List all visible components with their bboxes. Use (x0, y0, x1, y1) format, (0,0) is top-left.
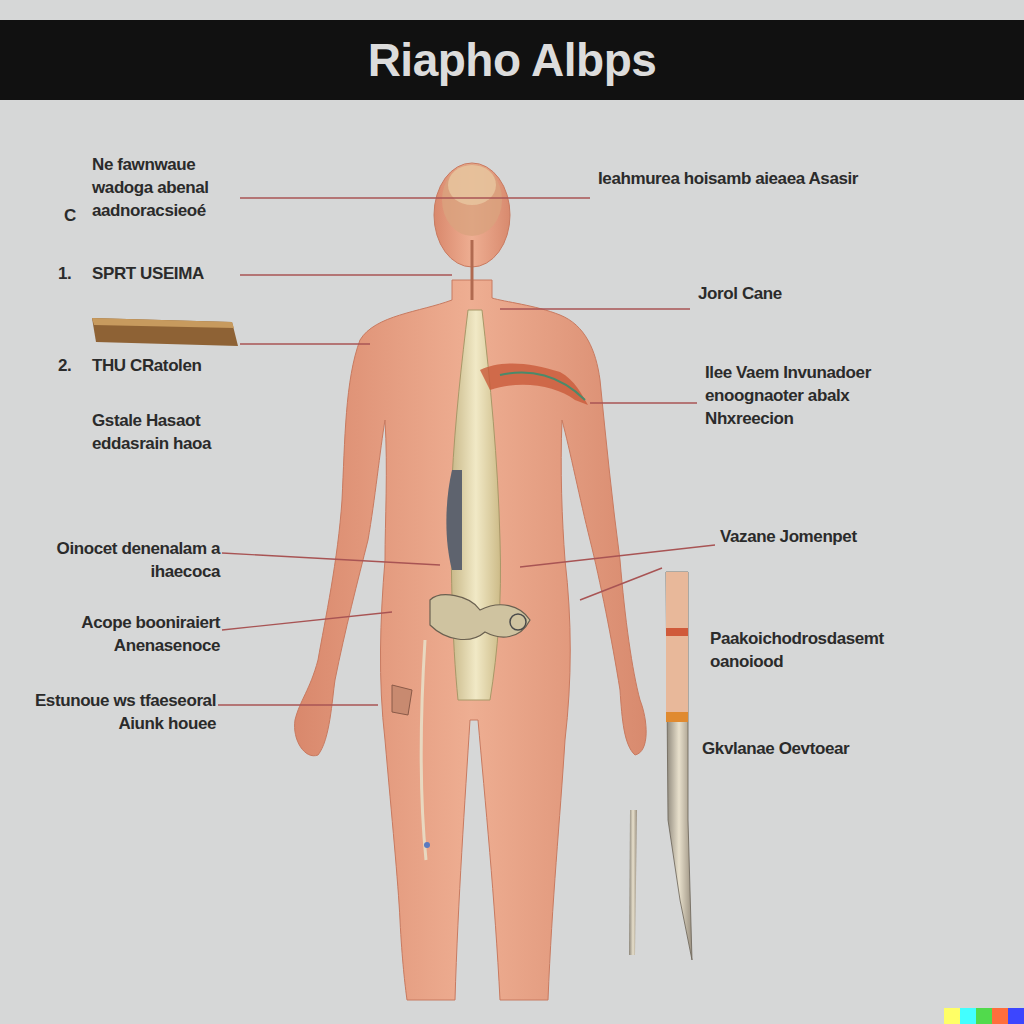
part-label: Jorol Cane (698, 283, 858, 306)
part-label: Acope booniraiert Anenasenoce (40, 612, 220, 658)
part-label: Ilee Vaem Invunadoer enoognaoter abalx N… (705, 362, 940, 431)
part-label: Oinocet denenalam a ihaecoca (40, 538, 220, 584)
signature-squares (944, 1008, 1024, 1024)
part-label: Vazane Jomenpet (720, 526, 960, 549)
part-label: Ieahmurea hoisamb aieaea Asasir (598, 168, 873, 191)
shoulder-muscle (480, 363, 588, 405)
part-label: Ne fawnwaue wadoga abenal aadnoracsieoé (92, 154, 242, 223)
part-label: Gkvlanae Oevtoear (702, 738, 862, 761)
bone-strip-top (92, 318, 234, 328)
part-label: Estunoue ws tfaeseoral Aiunk houee (4, 690, 216, 736)
part-label: THU CRatolen (92, 355, 252, 378)
pelvis (430, 595, 530, 640)
needle-instrument (629, 810, 637, 955)
node-dot (424, 842, 430, 848)
probe-instrument (666, 572, 692, 960)
neck-line (471, 240, 474, 300)
part-label: Gstale Hasaot eddasrain haoa (92, 410, 252, 456)
body-silhouette (295, 280, 647, 1000)
part-label: 1. (58, 263, 82, 286)
part-label: Paakoichodrosdasemt oanoiood (710, 628, 950, 674)
leg-vessel (421, 640, 426, 860)
part-label: 2. (58, 355, 82, 378)
part-label: C (64, 205, 82, 228)
joint (510, 614, 526, 630)
part-label: SPRT USEIMA (92, 263, 242, 286)
skull-top (448, 165, 496, 205)
organ-dark (446, 470, 462, 570)
instrument-band (666, 712, 688, 722)
vessel (500, 372, 585, 400)
title-bar (0, 20, 1024, 100)
leader-lines (218, 198, 715, 705)
brain (442, 164, 502, 236)
instrument-handle (666, 572, 688, 712)
instrument-band (666, 628, 688, 636)
bone-strip (92, 318, 238, 346)
diagram-title: Riapho Albps (0, 20, 1024, 100)
thigh-detail (392, 685, 412, 715)
